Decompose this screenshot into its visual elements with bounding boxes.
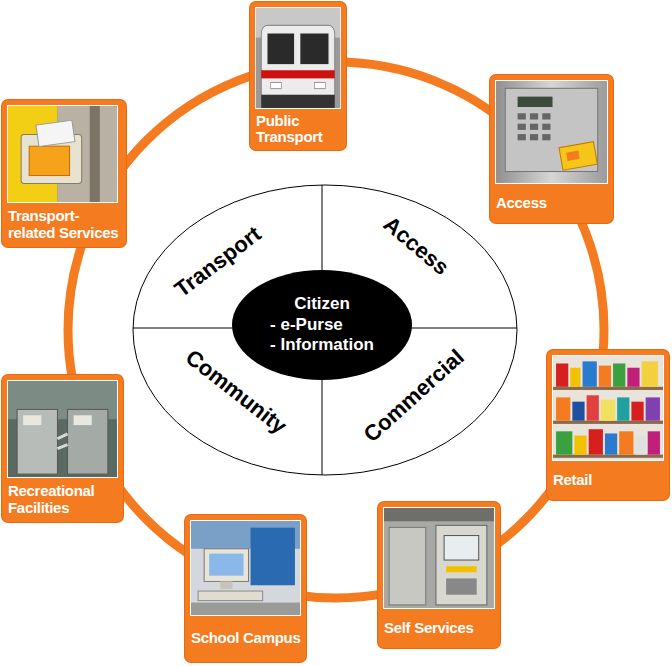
turnstile-photo: [7, 380, 118, 478]
computer-photo: [190, 520, 301, 616]
text-column: Citizen- e-Purse- Information: [270, 294, 374, 355]
center-text: - Information: [270, 335, 374, 355]
box-label: Public Transport: [256, 113, 341, 146]
box-label: Transport-related Services: [8, 208, 121, 241]
photo-box: Retail: [547, 350, 669, 500]
ellipse-fill: [232, 270, 412, 380]
card-reader-photo: [7, 105, 118, 203]
photo-box: Public Transport: [250, 2, 346, 150]
shop-shelves-photo: [552, 355, 664, 461]
label-area: Transport-related Services: [8, 205, 121, 244]
inner-ellipse: [133, 185, 517, 475]
label-area: Self Services: [384, 611, 495, 645]
box-label: School Campus: [191, 630, 300, 647]
center-text: Citizen: [270, 294, 374, 314]
train-photo: [255, 7, 341, 109]
photo-box: Access: [490, 75, 613, 223]
photo-box: Self Services: [378, 502, 500, 648]
label-group: Recreational Facilities: [8, 483, 118, 516]
label-area: Retail: [553, 463, 664, 497]
label-group: Public Transport: [256, 113, 341, 146]
box-label: Self Services: [384, 620, 474, 637]
quadrant-label: Transport: [171, 223, 265, 302]
label-area: Access: [496, 186, 608, 220]
photo-box: Recreational Facilities: [2, 375, 123, 522]
quadrant-label: Access: [379, 213, 452, 279]
label-area: Recreational Facilities: [8, 480, 118, 519]
photo-box: School Campus: [185, 515, 306, 662]
box-label: Access: [496, 195, 547, 212]
label-group: Retail: [553, 472, 592, 489]
photo-box: Transport-related Services: [2, 100, 126, 247]
label-group: School Campus: [191, 630, 300, 647]
box-label: Retail: [553, 472, 592, 489]
box-label: Recreational Facilities: [8, 483, 118, 516]
label-group: Access: [496, 195, 547, 212]
center-ellipse: Citizen- e-Purse- Information: [232, 270, 412, 380]
label-group: Self Services: [384, 620, 474, 637]
label-area: School Campus: [191, 618, 301, 659]
label-group: Transport-related Services: [8, 208, 121, 241]
center-text: - e-Purse: [270, 315, 374, 335]
kiosk-photo: [383, 507, 495, 609]
ellipse-content: Citizen- e-Purse- Information: [232, 270, 412, 380]
access-panel-photo: [495, 80, 608, 184]
label-area: Public Transport: [256, 111, 341, 147]
